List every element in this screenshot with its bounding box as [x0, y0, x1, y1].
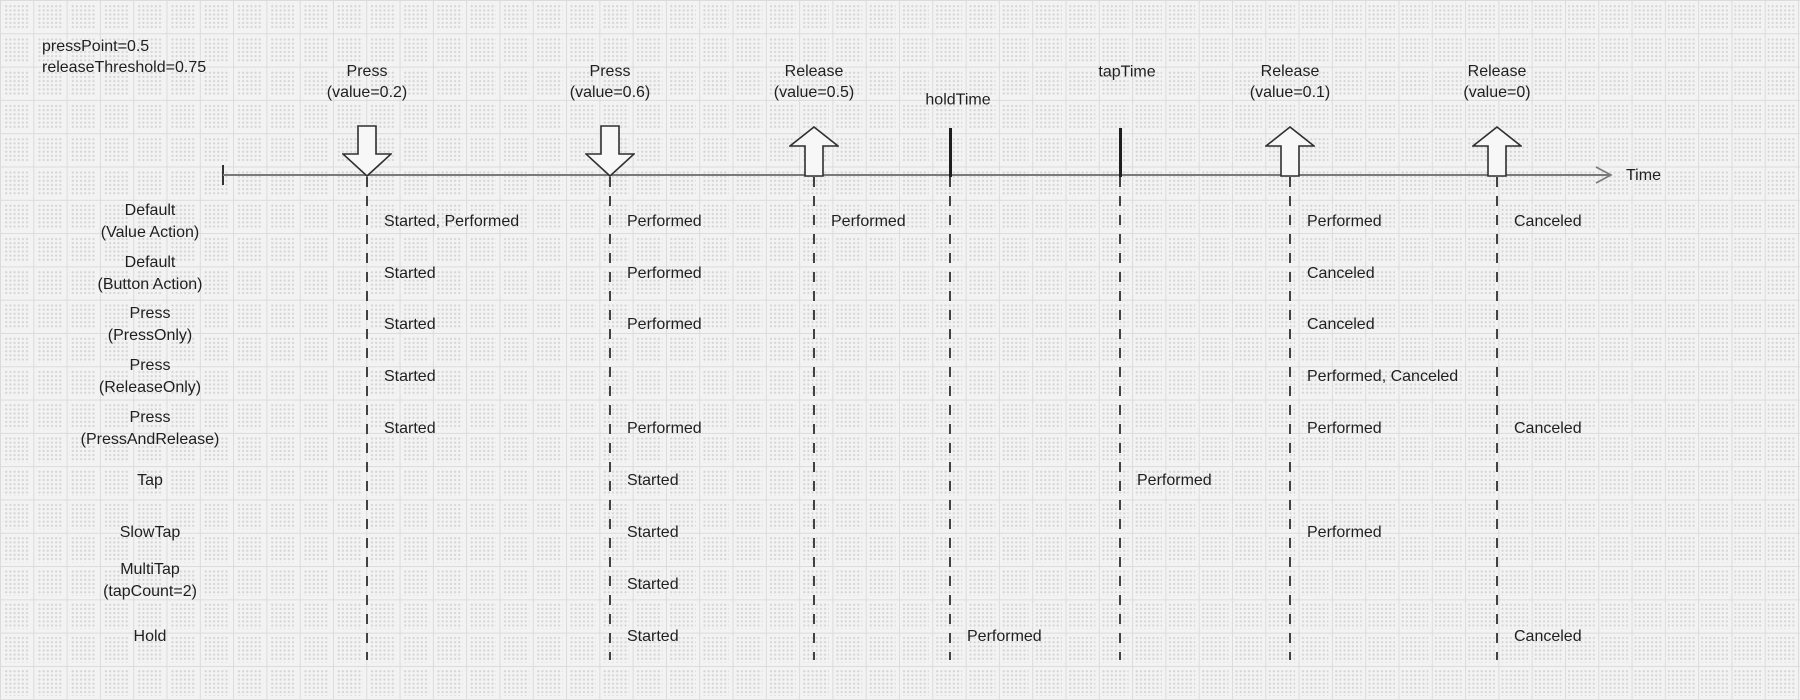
row-label-line2: (PressOnly) — [107, 327, 193, 344]
event-label-line1: Release — [1260, 63, 1320, 80]
state-cell-press-releaseonly: Performed, Canceled — [1307, 368, 1459, 385]
config-release-threshold: releaseThreshold=0.75 — [42, 59, 207, 76]
row-label-line2: (Value Action) — [100, 224, 200, 241]
event-label-line1: Press — [589, 63, 631, 80]
event-dashed-line-tap-time — [1119, 177, 1121, 660]
config-text: pressPoint=0.5 releaseThreshold=0.75 — [42, 36, 206, 78]
event-label-tap-time: tapTime — [1098, 62, 1155, 83]
row-label-line1: Hold — [133, 628, 167, 645]
event-dashed-line-hold-time — [949, 177, 951, 660]
event-label-release-value-0-5: Release (value=0.5) — [774, 61, 855, 103]
row-label-default-button-action: Default (Button Action) — [98, 252, 203, 296]
event-label-line2: (value=0.1) — [1249, 84, 1331, 101]
time-axis-label: Time — [1626, 167, 1661, 184]
event-label-hold-time: holdTime — [925, 90, 990, 111]
event-label-line2: (value=0.6) — [569, 84, 651, 101]
event-label-line2: (value=0) — [1463, 84, 1531, 101]
row-label-tap: Tap — [137, 470, 163, 492]
row-label-default-value-action: Default (Value Action) — [101, 200, 199, 244]
state-cell-tap: Started — [627, 472, 679, 489]
row-label-line2: (PressAndRelease) — [80, 431, 220, 448]
row-label-press-releaseonly: Press (ReleaseOnly) — [99, 355, 201, 399]
state-cell-default-button-action: Canceled — [1307, 265, 1375, 282]
state-cell-press-pressandrelease: Started — [384, 420, 436, 437]
state-cell-hold: Canceled — [1514, 628, 1582, 645]
threshold-tick-hold-time — [948, 128, 952, 177]
event-label-release-value-0: Release (value=0) — [1463, 61, 1530, 103]
timeline-arrowhead-icon — [1595, 166, 1613, 184]
event-label-line1: Release — [1467, 63, 1527, 80]
event-dashed-line-release-value-0 — [1496, 177, 1498, 660]
event-dashed-line-press-value-0-6 — [609, 177, 611, 660]
row-label-line2: (Button Action) — [97, 276, 203, 293]
event-label-line2: (value=0.5) — [773, 84, 855, 101]
row-label-press-pressandrelease: Press (PressAndRelease) — [81, 407, 220, 451]
row-label-line1: Tap — [137, 472, 163, 489]
event-label-line1: holdTime — [925, 91, 991, 109]
state-cell-tap: Performed — [1137, 472, 1212, 489]
event-label-line1: Release — [784, 63, 844, 80]
row-label-line1: MultiTap — [120, 561, 180, 578]
event-label-press-value-0-6: Press (value=0.6) — [570, 61, 651, 103]
row-label-line2: (ReleaseOnly) — [98, 379, 202, 396]
event-dashed-line-press-value-0-2 — [366, 177, 368, 660]
release-up-arrow-icon — [1472, 126, 1522, 177]
release-up-arrow-icon — [1265, 126, 1315, 177]
threshold-tick-tap-time — [1118, 128, 1122, 177]
row-label-line1: SlowTap — [119, 524, 181, 541]
press-down-arrow-icon — [585, 125, 635, 177]
config-press-point: pressPoint=0.5 — [42, 38, 150, 55]
state-cell-slowtap: Performed — [1307, 524, 1382, 541]
state-cell-press-pressonly: Performed — [627, 316, 702, 333]
state-cell-hold: Started — [627, 628, 679, 645]
row-label-hold: Hold — [134, 626, 167, 648]
state-cell-default-button-action: Started — [384, 265, 436, 282]
event-label-press-value-0-2: Press (value=0.2) — [327, 61, 408, 103]
event-dashed-line-release-value-0-5 — [813, 177, 815, 660]
row-label-press-pressonly: Press (PressOnly) — [108, 303, 192, 347]
row-label-line1: Press — [129, 357, 171, 374]
state-cell-press-pressandrelease: Canceled — [1514, 420, 1582, 437]
state-cell-default-value-action: Performed — [627, 213, 702, 230]
release-up-arrow-icon — [789, 126, 839, 177]
event-label-release-value-0-1: Release (value=0.1) — [1250, 61, 1331, 103]
press-down-arrow-icon — [342, 125, 392, 177]
state-cell-press-pressandrelease: Performed — [627, 420, 702, 437]
state-cell-hold: Performed — [967, 628, 1042, 645]
state-cell-default-value-action: Started, Performed — [384, 213, 520, 230]
row-label-line1: Press — [129, 409, 171, 426]
row-label-line1: Press — [129, 305, 171, 322]
state-cell-multitap: Started — [627, 576, 679, 593]
state-cell-press-releaseonly: Started — [384, 368, 436, 385]
row-label-line2: (tapCount=2) — [103, 583, 197, 600]
state-cell-press-pressandrelease: Performed — [1307, 420, 1382, 437]
row-label-multitap: MultiTap (tapCount=2) — [103, 559, 197, 603]
state-cell-default-value-action: Canceled — [1514, 213, 1582, 230]
state-cell-default-value-action: Performed — [1307, 213, 1382, 230]
state-cell-press-pressonly: Canceled — [1307, 316, 1375, 333]
state-cell-slowtap: Started — [627, 524, 679, 541]
state-cell-press-pressonly: Started — [384, 316, 436, 333]
state-cell-default-button-action: Performed — [627, 265, 702, 282]
state-cell-default-value-action: Performed — [831, 213, 906, 230]
row-label-line1: Default — [124, 254, 176, 271]
row-label-line1: Default — [124, 202, 176, 219]
event-label-line2: (value=0.2) — [326, 84, 408, 101]
event-dashed-line-release-value-0-1 — [1289, 177, 1291, 660]
timeline-axis — [223, 174, 1610, 176]
row-label-slowtap: SlowTap — [120, 522, 180, 544]
event-label-line1: tapTime — [1098, 63, 1156, 81]
event-label-line1: Press — [346, 63, 388, 80]
